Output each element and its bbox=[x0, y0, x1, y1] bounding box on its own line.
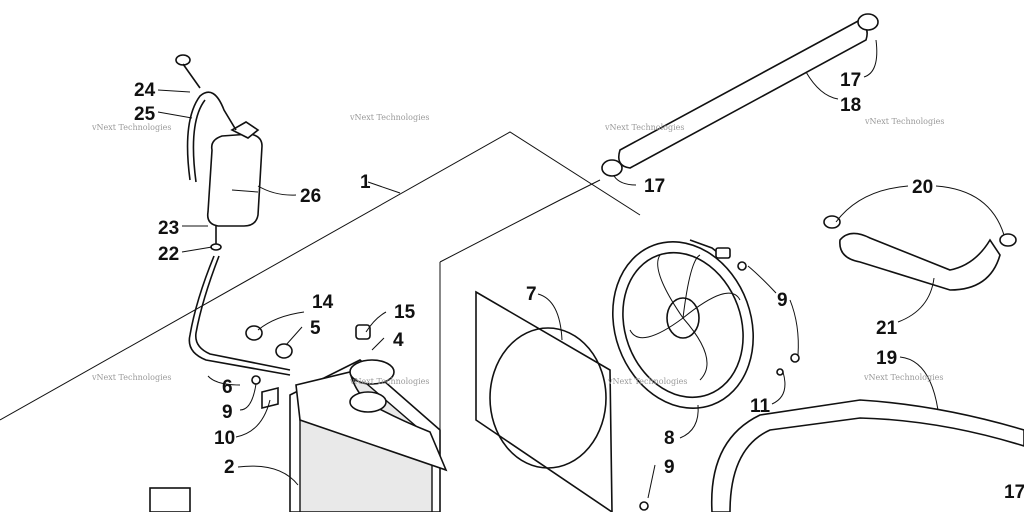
watermark: vNext Technologies bbox=[91, 123, 171, 132]
callout-label: 1 bbox=[360, 172, 371, 193]
leader-lines bbox=[157, 39, 1005, 499]
overflow-hose bbox=[188, 255, 291, 376]
callout-label: 9 bbox=[777, 290, 788, 311]
callout-label: 9 bbox=[222, 402, 233, 423]
fan-shroud bbox=[475, 290, 613, 512]
callout-label: 2 bbox=[224, 457, 235, 478]
radiator bbox=[149, 359, 448, 512]
watermarks: vNext Technologies vNext Technologies vN… bbox=[91, 113, 944, 386]
callout-label: 10 bbox=[214, 428, 235, 449]
callout-label: 24 bbox=[134, 80, 156, 101]
radiator-hose-19 bbox=[710, 399, 1024, 512]
callout-label: 11 bbox=[750, 396, 771, 417]
callout-label: 7 bbox=[526, 284, 537, 305]
fan-fasteners bbox=[639, 261, 800, 511]
watermark: vNext Technologies bbox=[864, 117, 944, 126]
callout-label: 4 bbox=[393, 330, 404, 351]
watermark: vNext Technologies bbox=[91, 373, 171, 382]
overflow-hose-inner bbox=[194, 255, 291, 371]
cooling-fan bbox=[611, 239, 755, 409]
coolant-reservoir bbox=[175, 54, 263, 251]
callout-label: 23 bbox=[158, 218, 179, 239]
callout-label: 18 bbox=[840, 95, 861, 116]
watermark: vNext Technologies bbox=[863, 373, 943, 382]
callout-label: 17 bbox=[1004, 482, 1024, 503]
callout-label: 5 bbox=[310, 318, 321, 339]
callout-label: 22 bbox=[158, 244, 179, 265]
callout-label: 14 bbox=[312, 292, 334, 313]
callout-label: 19 bbox=[876, 348, 897, 369]
watermark: vNext Technologies bbox=[349, 113, 429, 122]
upper-hose bbox=[601, 13, 879, 177]
callout-label: 9 bbox=[664, 457, 675, 478]
callout-label: 17 bbox=[840, 70, 861, 91]
callout-label: 21 bbox=[876, 318, 898, 339]
watermark: vNext Technologies bbox=[604, 123, 684, 132]
callout-label: 25 bbox=[134, 104, 156, 125]
lower-hose bbox=[823, 215, 1017, 291]
callout-label: 20 bbox=[912, 177, 933, 198]
callout-label: 17 bbox=[644, 176, 665, 197]
callout-label: 26 bbox=[300, 186, 321, 207]
watermark: vNext Technologies bbox=[349, 377, 429, 386]
watermark: vNext Technologies bbox=[607, 377, 687, 386]
callout-label: 8 bbox=[664, 428, 675, 449]
assembly-outline-inner bbox=[439, 179, 601, 263]
callout-label: 6 bbox=[222, 377, 233, 398]
assembly-outline bbox=[0, 131, 641, 421]
callout-label: 15 bbox=[394, 302, 416, 323]
